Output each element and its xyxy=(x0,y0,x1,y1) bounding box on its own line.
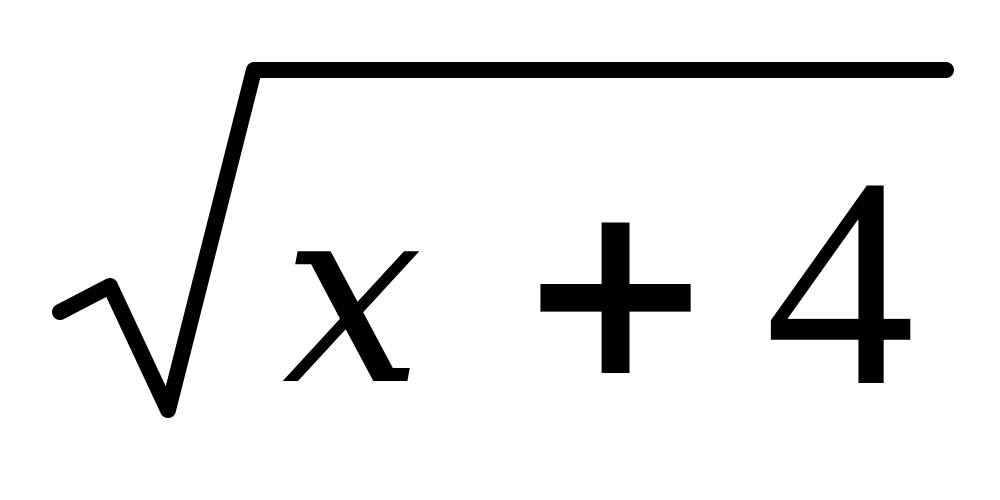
plus-operator: + xyxy=(515,150,717,430)
constant-four: 4 xyxy=(765,116,915,448)
variable-x: x xyxy=(282,149,423,440)
radical-sign xyxy=(52,62,954,418)
